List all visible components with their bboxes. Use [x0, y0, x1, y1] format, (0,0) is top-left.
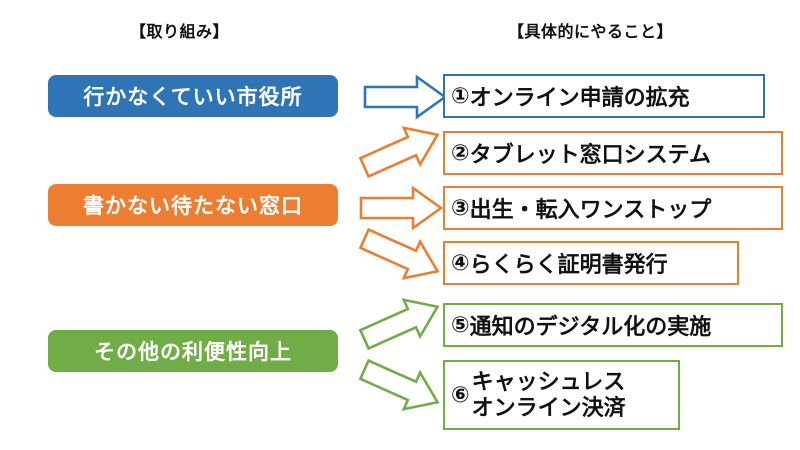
- action-item-tablet-counter-system[interactable]: ② タブレット窓口システム: [443, 131, 783, 175]
- category-pill-no-writing-no-waiting-counter[interactable]: 書かない待たない窓口: [48, 184, 338, 226]
- action-item-cashless-online-payment[interactable]: ⑥ キャッシュレス オンライン決済: [443, 360, 680, 430]
- category-pill-other-convenience[interactable]: その他の利便性向上: [48, 330, 338, 372]
- action-item-easy-certificate-issuance[interactable]: ④ らくらく証明書発行: [443, 241, 739, 285]
- arrow-to-item-1: [362, 74, 448, 120]
- category-pill-label: 行かなくていい市役所: [83, 86, 303, 109]
- arrow-to-item-4: [352, 216, 449, 293]
- column-header-concrete-actions: 【具体的にやること】: [508, 24, 674, 41]
- arrow-to-item-3: [358, 185, 444, 231]
- item-label: 通知のデジタル化の実施: [469, 314, 712, 339]
- item-number: ⑤: [451, 312, 470, 337]
- column-header-initiatives: 【取り組み】: [130, 24, 230, 41]
- item-label: キャッシュレス オンライン決済: [470, 369, 626, 421]
- item-number: ①: [451, 83, 470, 108]
- category-pill-label: 書かない待たない窓口: [83, 195, 303, 218]
- action-item-birth-moving-one-stop[interactable]: ③ 出生・転入ワンストップ: [443, 186, 783, 230]
- category-pill-label: その他の利便性向上: [94, 341, 292, 364]
- item-label-line-2: オンライン決済: [471, 395, 626, 420]
- item-number: ②: [451, 140, 470, 165]
- arrow-to-item-6: [352, 347, 449, 424]
- item-number: ⑥: [451, 382, 470, 407]
- item-label: オンライン申請の拡充: [469, 85, 690, 110]
- arrow-to-item-5: [352, 284, 449, 361]
- item-number: ④: [451, 250, 470, 275]
- item-label: らくらく証明書発行: [469, 252, 668, 277]
- item-label: 出生・転入ワンストップ: [469, 197, 712, 222]
- category-pill-go-less-city-hall[interactable]: 行かなくていい市役所: [48, 75, 338, 117]
- item-number: ③: [451, 195, 470, 220]
- arrow-to-item-2: [352, 112, 449, 189]
- item-label-line-1: キャッシュレス: [471, 369, 626, 395]
- item-label: タブレット窓口システム: [469, 142, 711, 167]
- action-item-notification-digitalization[interactable]: ⑤ 通知のデジタル化の実施: [443, 303, 783, 347]
- action-item-online-application-expansion[interactable]: ① オンライン申請の拡充: [443, 74, 765, 118]
